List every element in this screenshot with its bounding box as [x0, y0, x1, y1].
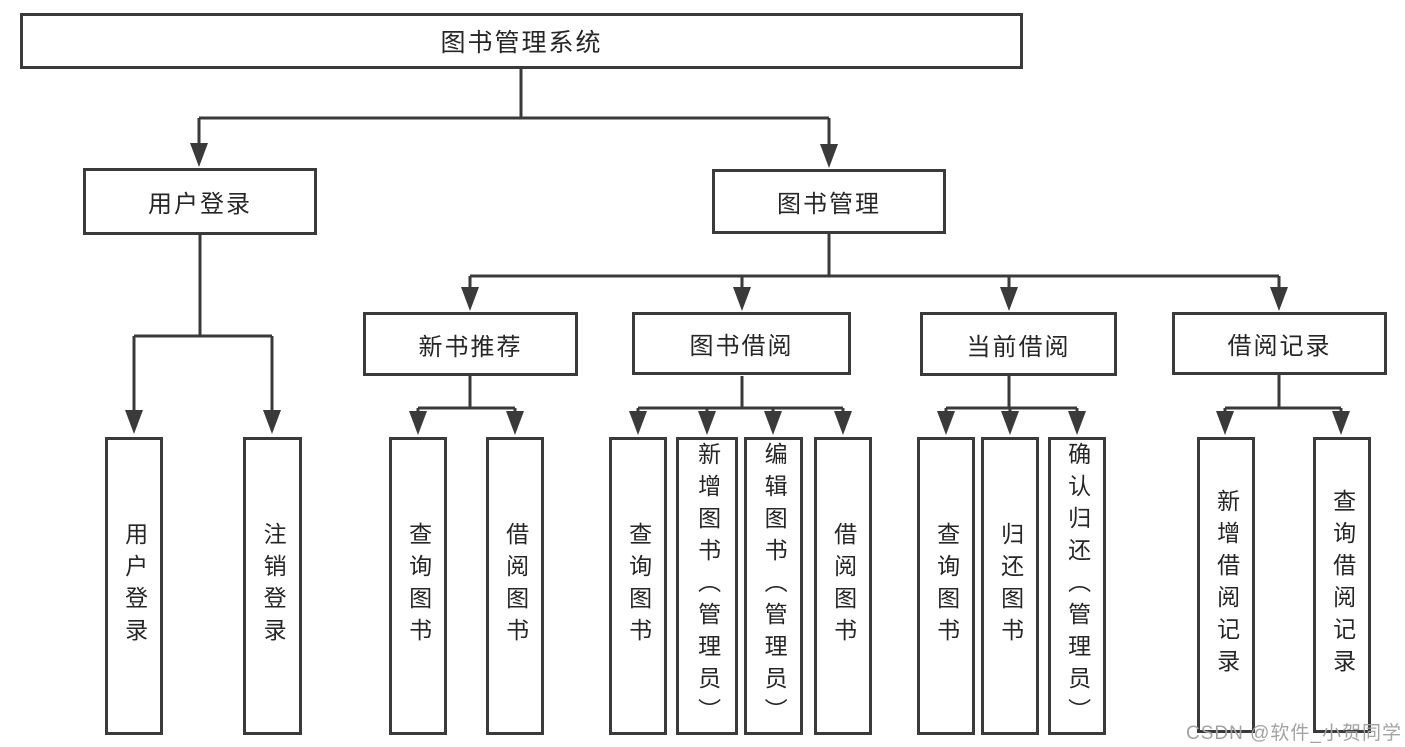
leaf-query-book-rec-label: 查询图书	[405, 522, 432, 650]
leaf-return-book-label: 归还图书	[997, 522, 1024, 650]
leaf-query-borrow-record-label: 查询借阅记录	[1329, 489, 1356, 681]
node-current-borrowing: 当前借阅	[920, 312, 1117, 376]
leaf-query-book-current-label: 查询图书	[933, 522, 960, 650]
leaf-user-login-label: 用户登录	[121, 522, 148, 650]
borrowing-records-label: 借阅记录	[1227, 333, 1332, 360]
node-leaf-query-book-current: 查询图书	[917, 437, 975, 735]
node-leaf-confirm-return-admin: 确认归还（管理员）	[1048, 437, 1106, 735]
node-borrowing-records: 借阅记录	[1172, 312, 1387, 375]
node-leaf-logout: 注销登录	[243, 437, 302, 735]
leaf-edit-book-admin-label: 编辑图书（管理员）	[761, 442, 788, 730]
user-login-label: 用户登录	[148, 191, 252, 218]
node-new-book-recommendation: 新书推荐	[363, 312, 578, 376]
node-leaf-borrow-book: 借阅图书	[814, 437, 872, 735]
node-root: 图书管理系统	[20, 13, 1023, 69]
book-management-label: 图书管理	[777, 191, 881, 218]
watermark: CSDN @软件_小贺同学	[1186, 723, 1402, 744]
node-leaf-add-book-admin: 新增图书（管理员）	[676, 437, 738, 735]
leaf-borrow-book-rec-label: 借阅图书	[502, 522, 529, 650]
node-book-borrowing: 图书借阅	[632, 312, 851, 375]
book-borrowing-label: 图书借阅	[689, 333, 794, 360]
node-leaf-edit-book-admin: 编辑图书（管理员）	[744, 437, 803, 735]
node-leaf-query-borrow-record: 查询借阅记录	[1313, 437, 1371, 733]
current-borrowing-label: 当前借阅	[966, 333, 1071, 361]
node-leaf-user-login: 用户登录	[105, 437, 163, 735]
leaf-add-book-admin-label: 新增图书（管理员）	[694, 442, 721, 730]
root-label: 图书管理系统	[440, 29, 603, 57]
leaf-borrow-book-label: 借阅图书	[830, 522, 857, 650]
leaf-query-book-borrow-label: 查询图书	[625, 522, 652, 650]
node-user-login: 用户登录	[83, 168, 317, 235]
leaf-add-borrow-record-label: 新增借阅记录	[1213, 489, 1240, 681]
leaf-confirm-return-admin-label: 确认归还（管理员）	[1064, 442, 1091, 730]
node-leaf-query-book-rec: 查询图书	[389, 437, 447, 735]
node-leaf-query-book-borrow: 查询图书	[609, 437, 667, 735]
node-leaf-return-book: 归还图书	[981, 437, 1039, 735]
new-book-recommendation-label: 新书推荐	[418, 333, 523, 361]
leaf-logout-label: 注销登录	[260, 522, 287, 650]
node-book-management: 图书管理	[712, 169, 946, 234]
node-leaf-borrow-book-rec: 借阅图书	[486, 437, 544, 735]
node-leaf-add-borrow-record: 新增借阅记录	[1197, 437, 1255, 733]
